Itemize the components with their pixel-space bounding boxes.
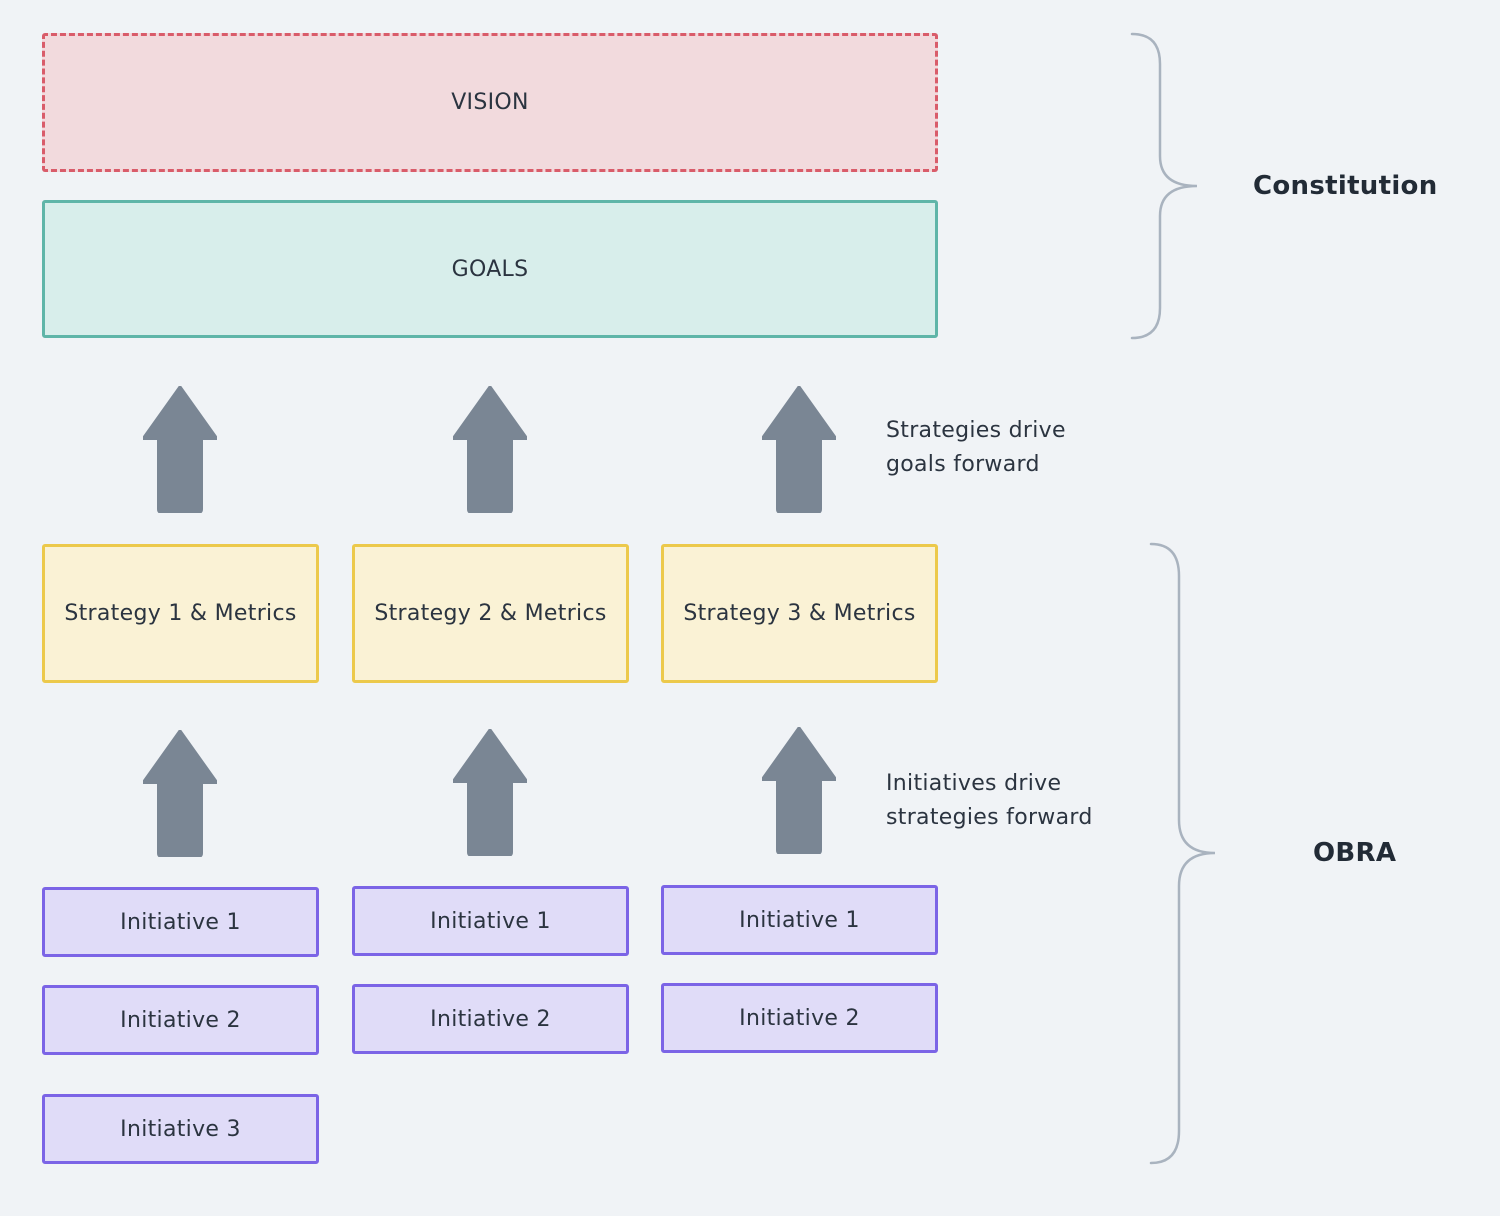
initiative-label: Initiative 2	[120, 1007, 241, 1033]
initiative-label: Initiative 2	[430, 1006, 551, 1032]
strategy-label: Strategy 2 & Metrics	[374, 601, 607, 626]
obra-label: OBRA	[1313, 838, 1397, 868]
up-arrow-icon	[762, 386, 836, 513]
initiative-box: Initiative 1	[661, 885, 938, 955]
initiative-label: Initiative 1	[120, 909, 241, 935]
annotation-line: strategies forward	[886, 805, 1093, 830]
goals-label: GOALS	[451, 256, 529, 282]
annotation-line: goals forward	[886, 452, 1040, 477]
up-arrow-icon	[143, 386, 217, 513]
initiative-label: Initiative 1	[739, 907, 860, 933]
initiative-label: Initiative 3	[120, 1116, 241, 1142]
initiative-label: Initiative 2	[739, 1005, 860, 1031]
strategy-box: Strategy 1 & Metrics	[42, 544, 319, 683]
strategy-box: Strategy 3 & Metrics	[661, 544, 938, 683]
annotation-line: Initiatives drive	[886, 771, 1062, 796]
vision-box: VISION	[42, 33, 938, 172]
strategy-label: Strategy 3 & Metrics	[683, 601, 916, 626]
initiative-box: Initiative 1	[352, 886, 629, 956]
curly-brace-icon	[1130, 32, 1198, 340]
initiative-box: Initiative 2	[352, 984, 629, 1054]
curly-brace-icon	[1149, 542, 1216, 1165]
initiative-box: Initiative 2	[42, 985, 319, 1055]
up-arrow-icon	[453, 729, 527, 856]
constitution-label: Constitution	[1253, 171, 1438, 201]
initiatives-drive-annotation: Initiatives drive strategies forward	[886, 767, 1093, 835]
initiative-box: Initiative 3	[42, 1094, 319, 1164]
up-arrow-icon	[762, 727, 836, 854]
up-arrow-icon	[143, 730, 217, 857]
initiative-label: Initiative 1	[430, 908, 551, 934]
vision-label: VISION	[451, 90, 529, 115]
up-arrow-icon	[453, 386, 527, 513]
strategy-box: Strategy 2 & Metrics	[352, 544, 629, 683]
strategies-drive-annotation: Strategies drive goals forward	[886, 414, 1066, 482]
initiative-box: Initiative 1	[42, 887, 319, 957]
annotation-line: Strategies drive	[886, 418, 1066, 443]
initiative-box: Initiative 2	[661, 983, 938, 1053]
strategy-label: Strategy 1 & Metrics	[64, 601, 297, 626]
goals-box: GOALS	[42, 200, 938, 338]
